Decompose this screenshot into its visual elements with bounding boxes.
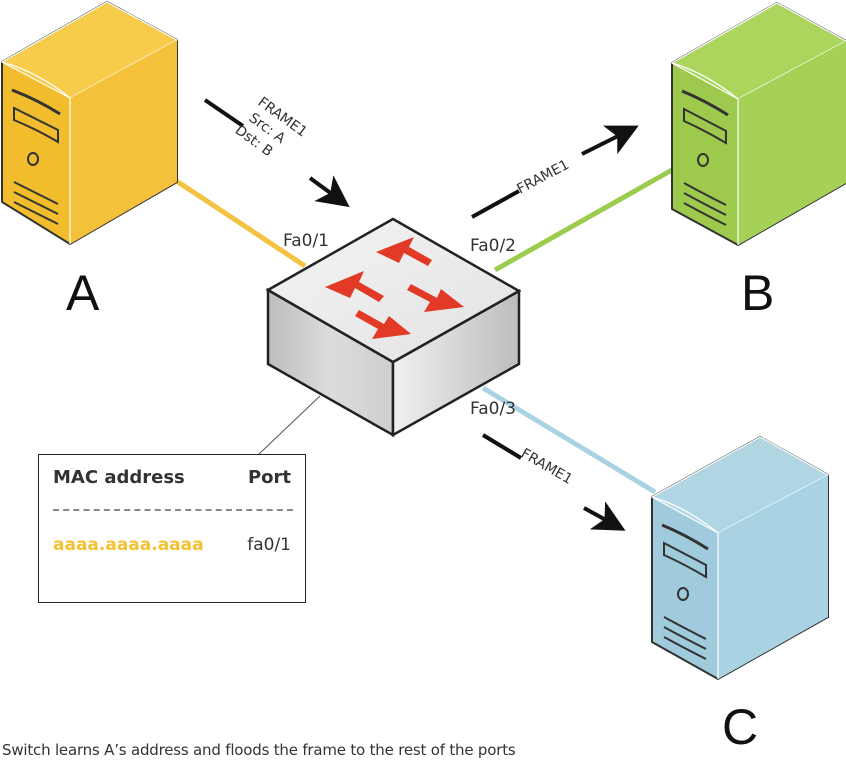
frame-to-c-arrow: FRAME1 — [481, 433, 626, 531]
diagram-caption: Switch learns A’s address and floods the… — [2, 741, 516, 759]
frame-to-c-label: FRAME1 — [518, 446, 575, 488]
switch-icon — [265, 217, 522, 438]
frame-to-b-label: FRAME1 — [514, 157, 572, 198]
mac-address-table: MAC address Port aaaa.aaaa.aaaa fa0/1 — [38, 454, 306, 603]
mac-table-row-mac: aaaa.aaaa.aaaa — [53, 535, 204, 555]
cable-a — [173, 177, 307, 269]
host-label-b: B — [741, 265, 774, 321]
mac-table-row: aaaa.aaaa.aaaa fa0/1 — [53, 535, 291, 555]
switch-arrows-icon — [325, 237, 464, 339]
host-a-server-icon — [0, 0, 179, 246]
mac-table-header-mac: MAC address — [53, 467, 185, 488]
incoming-frame-arrow: FRAME1 Src: A Dst: B — [203, 94, 350, 208]
mac-table-divider — [53, 509, 293, 511]
port-label-fa0-1: Fa0/1 — [283, 231, 329, 251]
port-label-fa0-2: Fa0/2 — [470, 236, 516, 256]
host-c-server-icon — [650, 435, 830, 681]
mac-table-connector — [257, 395, 321, 456]
cable-c — [481, 385, 657, 495]
mac-table-header-port: Port — [247, 467, 291, 488]
mac-table-header: MAC address Port — [53, 467, 291, 488]
host-b-server-icon — [670, 1, 846, 247]
cable-b — [493, 167, 674, 273]
host-label-a: A — [66, 265, 100, 321]
host-label-c: C — [722, 699, 758, 755]
frame-to-b-arrow: FRAME1 — [471, 125, 639, 219]
port-label-fa0-3: Fa0/3 — [470, 399, 516, 419]
mac-table-row-port: fa0/1 — [247, 535, 291, 555]
